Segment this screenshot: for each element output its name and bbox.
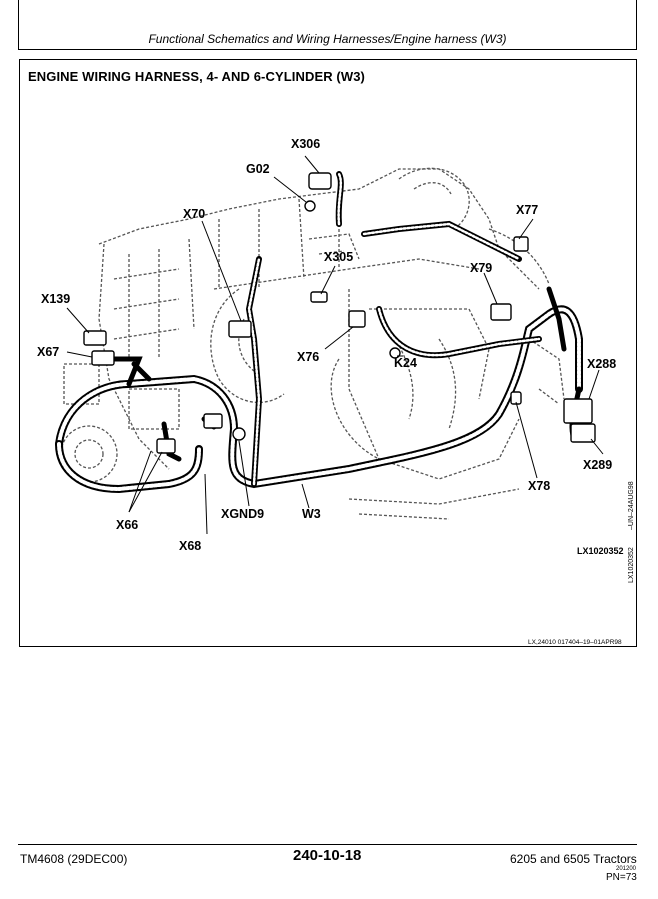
callout-x68: X68 bbox=[179, 539, 202, 553]
callout-xgnd9: XGND9 bbox=[221, 507, 265, 521]
callout-w3: W3 bbox=[302, 507, 321, 521]
callout-x77: X77 bbox=[516, 203, 539, 217]
side-reference-id: LX1020352 bbox=[628, 547, 635, 583]
callout-x70: X70 bbox=[183, 207, 206, 221]
callout-g02: G02 bbox=[246, 162, 270, 176]
footer-product: 6205 and 6505 Tractors bbox=[510, 852, 637, 866]
page-header-title: Functional Schematics and Wiring Harness… bbox=[148, 32, 507, 46]
callout-x305: X305 bbox=[324, 250, 354, 264]
callout-x78: X78 bbox=[528, 479, 551, 493]
callout-x139: X139 bbox=[41, 292, 71, 306]
figure-reference: LX1020352 bbox=[577, 546, 624, 556]
callout-x306: X306 bbox=[291, 137, 321, 151]
leader-lines bbox=[66, 155, 604, 535]
figure-credit: LX,24010 017404–19–01APR98 bbox=[528, 639, 622, 646]
side-reference-date: –UN–24AUG98 bbox=[628, 481, 635, 530]
callout-x67: X67 bbox=[37, 345, 60, 359]
footer-page-number: 240-10-18 bbox=[293, 847, 362, 864]
header-right-rule bbox=[636, 0, 637, 50]
footer-manual-id: TM4608 (29DEC00) bbox=[20, 852, 128, 866]
callout-x79: X79 bbox=[470, 261, 493, 275]
harness-w3 bbox=[55, 171, 583, 494]
callout-x289: X289 bbox=[583, 458, 613, 472]
footer-pn: PN=73 bbox=[606, 872, 637, 883]
callout-x288: X288 bbox=[587, 357, 617, 371]
engine-harness-illustration bbox=[55, 155, 604, 535]
footer-divider bbox=[18, 844, 637, 845]
header-divider bbox=[18, 49, 637, 50]
callout-k24: K24 bbox=[394, 356, 417, 370]
header-left-rule bbox=[18, 0, 19, 50]
callout-x76: X76 bbox=[297, 350, 320, 364]
footer-date: 201200 bbox=[616, 866, 637, 872]
figure-frame bbox=[19, 59, 637, 647]
connectors bbox=[83, 172, 596, 454]
callout-x66: X66 bbox=[116, 518, 139, 532]
figure-title: ENGINE WIRING HARNESS, 4- AND 6-CYLINDER… bbox=[28, 69, 365, 84]
